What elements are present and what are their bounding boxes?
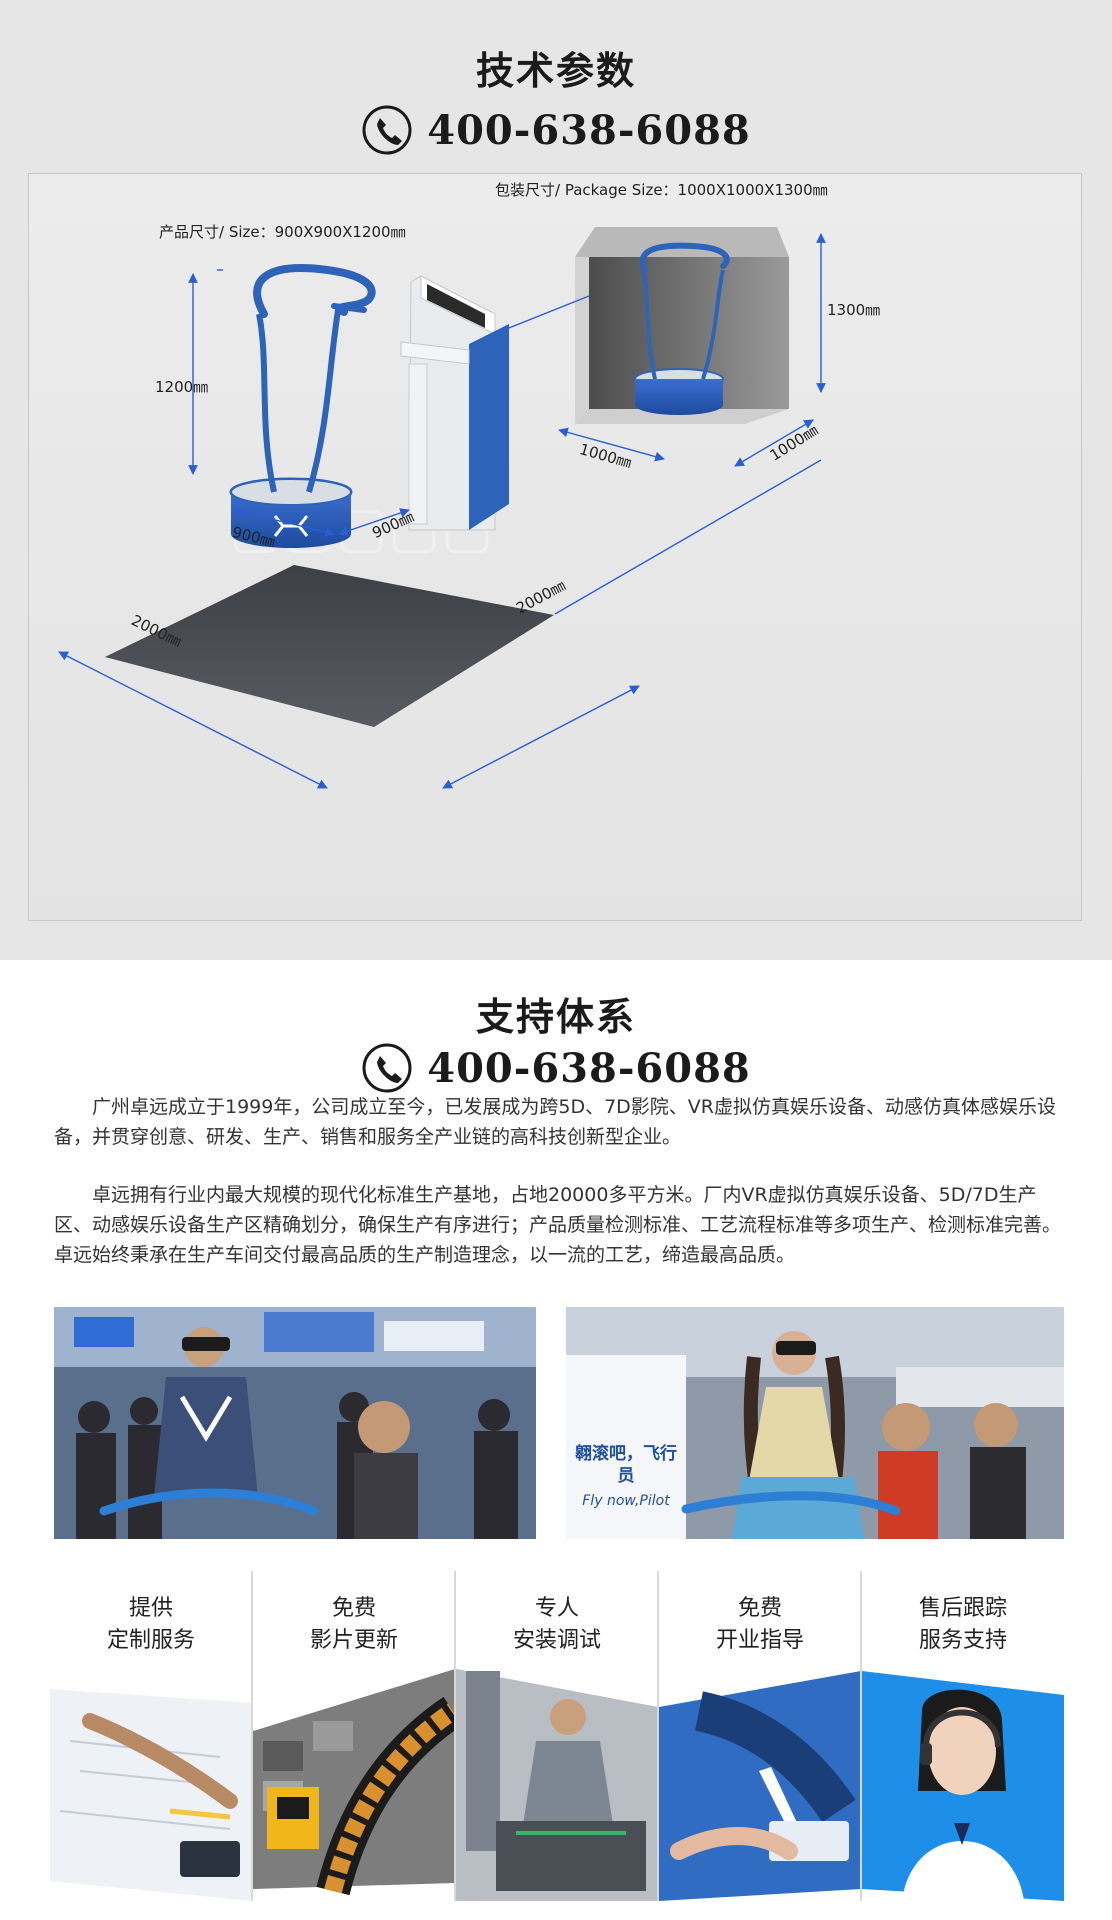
support-title: 支持体系 xyxy=(475,995,636,1039)
service-strip: 提供 定制服务 免费 影片更新 xyxy=(50,1571,1064,1901)
support-phone-number[interactable]: 400-638-6088 xyxy=(427,1044,751,1092)
service-install-label: 专人 安装调试 xyxy=(512,1596,601,1653)
phone-icon xyxy=(362,1043,412,1093)
service-divider xyxy=(657,1571,659,1901)
spec-phone-number[interactable]: 400-638-6088 xyxy=(427,106,751,154)
control-kiosk xyxy=(400,275,509,531)
photo2-sign-cn: 翱滚吧，飞行员 xyxy=(575,1444,677,1486)
service-install: 专人 安装调试 xyxy=(456,1571,658,1901)
package-size-label: 包装尺寸/ Package Size：1000X1000X1300㎜ xyxy=(495,181,828,199)
service-film: 免费 影片更新 xyxy=(253,1571,455,1901)
tech-spec-section: 技术参数 400-638-6088 xyxy=(0,0,1112,960)
service-film-label: 免费 影片更新 xyxy=(309,1596,398,1653)
expo-photo-1 xyxy=(54,1307,536,1539)
spec-phone-row: 400-638-6088 xyxy=(0,104,1112,156)
support-phone-row: 400-638-6088 xyxy=(0,1042,1112,1094)
service-custom-label: 提供 定制服务 xyxy=(106,1596,195,1653)
expo-photo-2: 翱滚吧，飞行员 Fly now,Pilot xyxy=(566,1307,1064,1539)
intro-paragraph-2: 卓远拥有行业内最大规模的现代化标准生产基地，占地20000多平方米。厂内VR虚拟… xyxy=(54,1184,1062,1266)
service-aftersales-label: 售后跟踪 服务支持 xyxy=(918,1596,1007,1653)
spec-diagram-frame: ▢▢▢▢▢ xyxy=(28,173,1082,921)
product-size-label: 产品尺寸/ Size：900X900X1200㎜ xyxy=(159,223,406,241)
service-aftersales: 售后跟踪 服务支持 xyxy=(862,1571,1064,1901)
floor-mat xyxy=(105,565,554,727)
spec-title: 技术参数 xyxy=(475,49,636,93)
service-divider xyxy=(251,1571,253,1901)
package-box xyxy=(575,227,789,424)
dim-height-1300: 1300㎜ xyxy=(827,301,881,319)
service-custom: 提供 定制服务 xyxy=(50,1571,252,1901)
dim-height-1200: 1200㎜ xyxy=(155,378,209,396)
service-opening-label: 免费 开业指导 xyxy=(715,1596,804,1653)
intro-paragraph-1: 广州卓远成立于1999年，公司成立至今，已发展成为跨5D、7D影院、VR虚拟仿真… xyxy=(54,1096,1056,1148)
photo2-sign-en: Fly now,Pilot xyxy=(582,1493,670,1509)
dimension-lines xyxy=(58,233,826,789)
service-divider xyxy=(454,1571,456,1901)
service-divider xyxy=(860,1571,862,1901)
vr-standing-platform xyxy=(229,264,376,548)
service-opening: 免费 开业指导 xyxy=(659,1571,861,1901)
phone-icon xyxy=(362,105,412,155)
product-dimension-diagram: ▢▢▢▢▢ xyxy=(58,227,826,789)
